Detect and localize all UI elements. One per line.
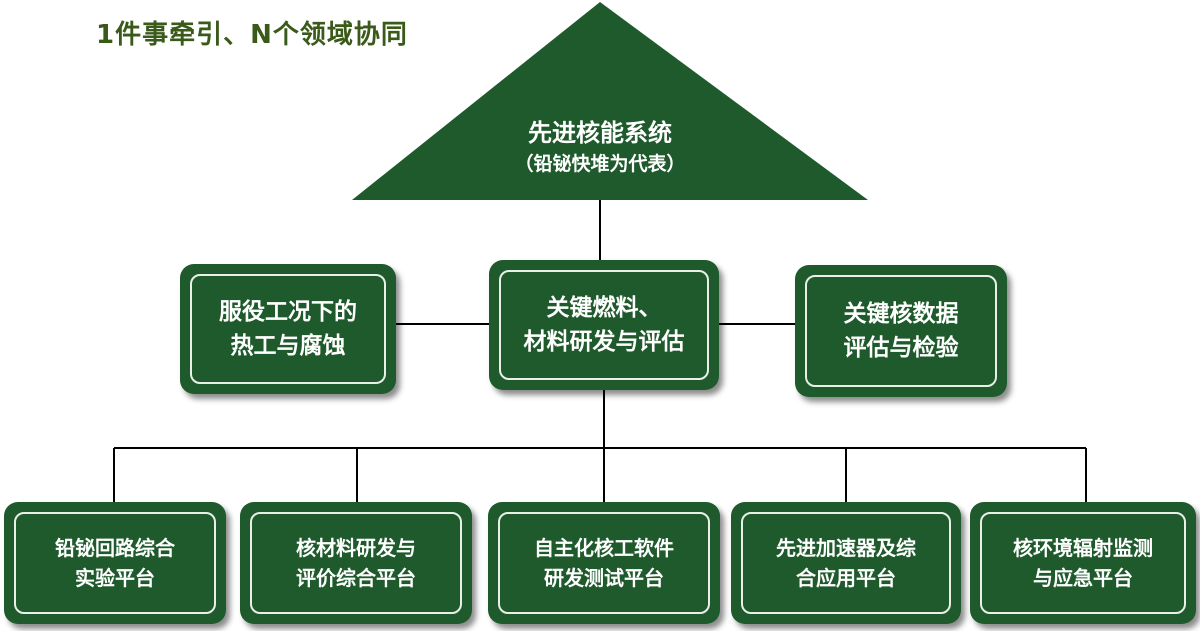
bottom-node-accelerator: 先进加速器及综 合应用平台 — [731, 502, 961, 624]
middle-node-inner: 关键核数据 评估与检验 — [805, 275, 997, 387]
root-triangle — [352, 2, 868, 200]
bottom-node-inner: 核环境辐射监测 与应急平台 — [980, 512, 1186, 614]
node-line: 与应急平台 — [1033, 566, 1133, 590]
node-line: 合应用平台 — [796, 566, 896, 590]
bottom-node-inner: 核材料研发与 评价综合平台 — [250, 512, 462, 614]
node-line: 实验平台 — [75, 566, 155, 590]
node-line: 评价综合平台 — [296, 566, 416, 590]
bottom-node-radiation-monitoring: 核环境辐射监测 与应急平台 — [970, 502, 1196, 624]
root-node-subtitle: （铅铋快堆为代表） — [514, 153, 686, 175]
node-line: 关键燃料、 — [546, 295, 662, 321]
root-node-title: 先进核能系统 — [528, 119, 672, 147]
node-line: 核环境辐射监测 — [1013, 536, 1153, 560]
node-line: 评估与检验 — [843, 335, 959, 361]
bottom-node-nuclear-software: 自主化核工软件 研发测试平台 — [488, 502, 720, 624]
node-line: 材料研发与评估 — [523, 329, 685, 355]
node-line: 热工与腐蚀 — [230, 333, 346, 359]
bottom-node-inner: 铅铋回路综合 实验平台 — [14, 512, 216, 614]
bottom-node-lbe-loop: 铅铋回路综合 实验平台 — [4, 502, 226, 624]
middle-node-nuclear-data: 关键核数据 评估与检验 — [795, 265, 1007, 397]
middle-node-inner: 服役工况下的 热工与腐蚀 — [190, 274, 386, 384]
bottom-node-inner: 先进加速器及综 合应用平台 — [741, 512, 951, 614]
node-line: 核材料研发与 — [296, 536, 416, 560]
middle-node-inner: 关键燃料、 材料研发与评估 — [499, 270, 709, 380]
middle-node-fuel-materials: 关键燃料、 材料研发与评估 — [489, 260, 719, 390]
node-line: 自主化核工软件 — [534, 536, 674, 560]
page-title: 1件事牵引、N个领域协同 — [96, 20, 408, 50]
bottom-node-nuclear-materials: 核材料研发与 评价综合平台 — [240, 502, 472, 624]
node-line: 铅铋回路综合 — [55, 536, 175, 560]
middle-node-thermal-corrosion: 服役工况下的 热工与腐蚀 — [180, 264, 396, 394]
node-line: 关键核数据 — [843, 301, 959, 327]
node-line: 服役工况下的 — [219, 299, 357, 325]
node-line: 研发测试平台 — [544, 566, 664, 590]
root-node-label: 先进核能系统 （铅铋快堆为代表） — [420, 116, 780, 178]
node-line: 先进加速器及综 — [776, 536, 916, 560]
bottom-node-inner: 自主化核工软件 研发测试平台 — [498, 512, 710, 614]
